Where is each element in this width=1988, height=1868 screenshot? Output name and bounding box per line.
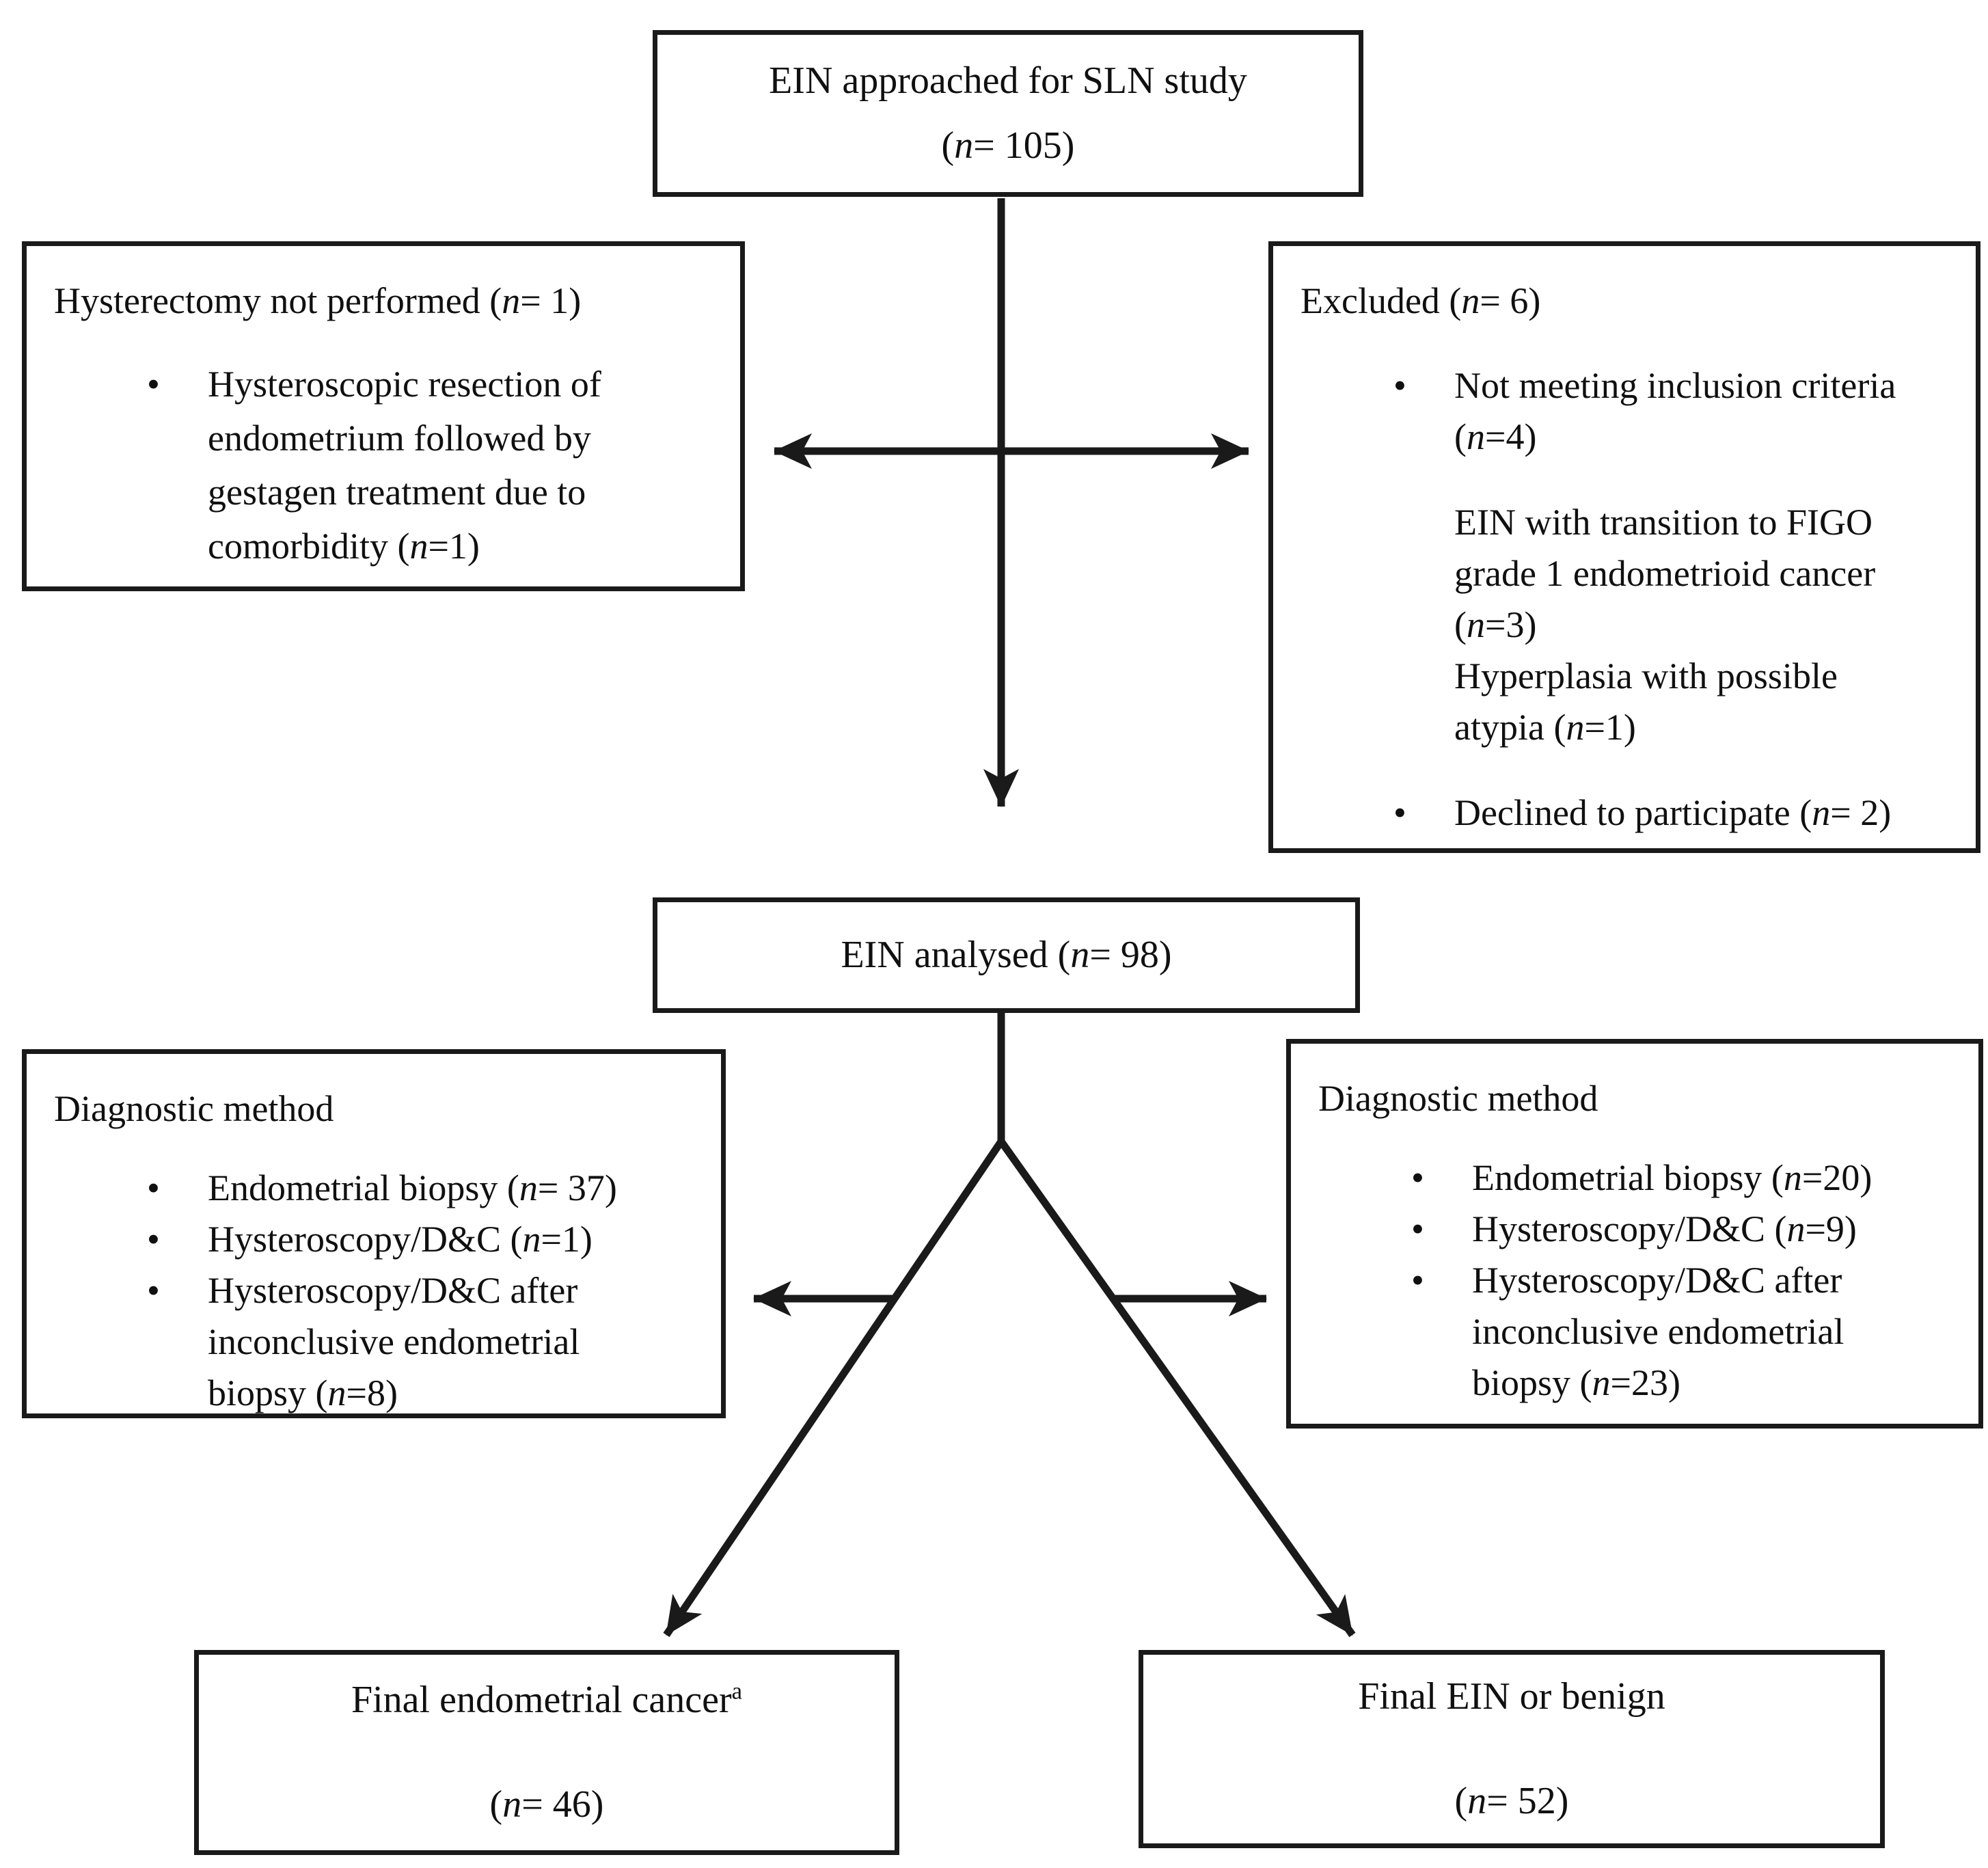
bullet-list: • Not meeting inclusion criteria(n=4) • …: [1301, 360, 1948, 839]
bullet-list: • Endometrial biopsy (n=20) • Hysterosco…: [1318, 1152, 1951, 1409]
node-final-endometrial-cancer: Final endometrial cancera (n= 46): [194, 1650, 899, 1855]
node-title: Final endometrial cancera: [351, 1675, 742, 1726]
list-item: • Not meeting inclusion criteria(n=4): [1301, 360, 1948, 463]
node-title: Diagnostic method: [54, 1088, 334, 1129]
node-diagnostic-method-left: Diagnostic method • Endometrial biopsy (…: [22, 1049, 726, 1418]
node-count: (n= 105): [941, 124, 1075, 167]
superscript-note-a: a: [731, 1677, 743, 1705]
list-item: • Hysteroscopy/D&C (n=1): [54, 1214, 694, 1265]
bullet-icon: •: [1411, 1260, 1424, 1301]
list-item: • Endometrial biopsy (n= 37): [54, 1163, 694, 1214]
node-excluded: Excluded (n= 6) • Not meeting inclusion …: [1268, 241, 1980, 853]
bullet-icon: •: [1393, 365, 1406, 406]
bullet-icon: •: [1393, 792, 1406, 833]
node-title: Hysterectomy not performed (n= 1): [54, 280, 582, 321]
bullet-icon: •: [1411, 1208, 1424, 1249]
bullet-icon: •: [147, 364, 160, 405]
node-title-text: Final endometrial cancer: [351, 1679, 732, 1721]
node-final-ein-or-benign: Final EIN or benign (n= 52): [1139, 1650, 1885, 1848]
list-item-text: Endometrial biopsy (n= 37): [208, 1167, 617, 1208]
list-item-text: Endometrial biopsy (n=20): [1472, 1157, 1873, 1198]
list-item: • Declined to participate (n= 2): [1301, 787, 1948, 839]
list-item-text: Hysteroscopy/D&C (n=1): [208, 1219, 593, 1260]
arrow-to-final-cancer: [663, 1139, 1005, 1638]
bullet-icon: •: [147, 1270, 160, 1311]
node-ein-analysed: EIN analysed (n= 98): [653, 897, 1360, 1013]
node-title: Excluded (n= 6): [1301, 280, 1541, 321]
list-item: • Hysteroscopy/D&C (n=9): [1318, 1204, 1951, 1255]
node-diagnostic-method-right: Diagnostic method • Endometrial biopsy (…: [1286, 1039, 1983, 1429]
node-title: EIN approached for SLN study: [769, 59, 1247, 102]
list-item: • Endometrial biopsy (n=20): [1318, 1152, 1951, 1204]
arrow-to-final-benign: [998, 1139, 1356, 1638]
bullet-icon: •: [147, 1219, 160, 1260]
bullet-list: • Endometrial biopsy (n= 37) • Hysterosc…: [54, 1163, 694, 1419]
node-title: Diagnostic method: [1318, 1078, 1598, 1119]
node-title: Final EIN or benign: [1358, 1675, 1665, 1718]
node-count: (n= 52): [1454, 1780, 1569, 1822]
bullet-icon: •: [147, 1167, 160, 1208]
bullet-icon: •: [1411, 1157, 1424, 1198]
node-title: EIN analysed (n= 98): [841, 934, 1172, 976]
list-item-text: Hysteroscopy/D&C (n=9): [1472, 1208, 1857, 1249]
node-hysterectomy-not-performed: Hysterectomy not performed (n= 1) • Hyst…: [22, 241, 745, 591]
node-count: (n= 46): [489, 1783, 604, 1826]
list-item-text: Not meeting inclusion criteria(n=4): [1454, 365, 1896, 457]
list-item-text: Declined to participate (n= 2): [1454, 792, 1892, 833]
node-ein-approached: EIN approached for SLN study (n= 105): [653, 30, 1363, 197]
